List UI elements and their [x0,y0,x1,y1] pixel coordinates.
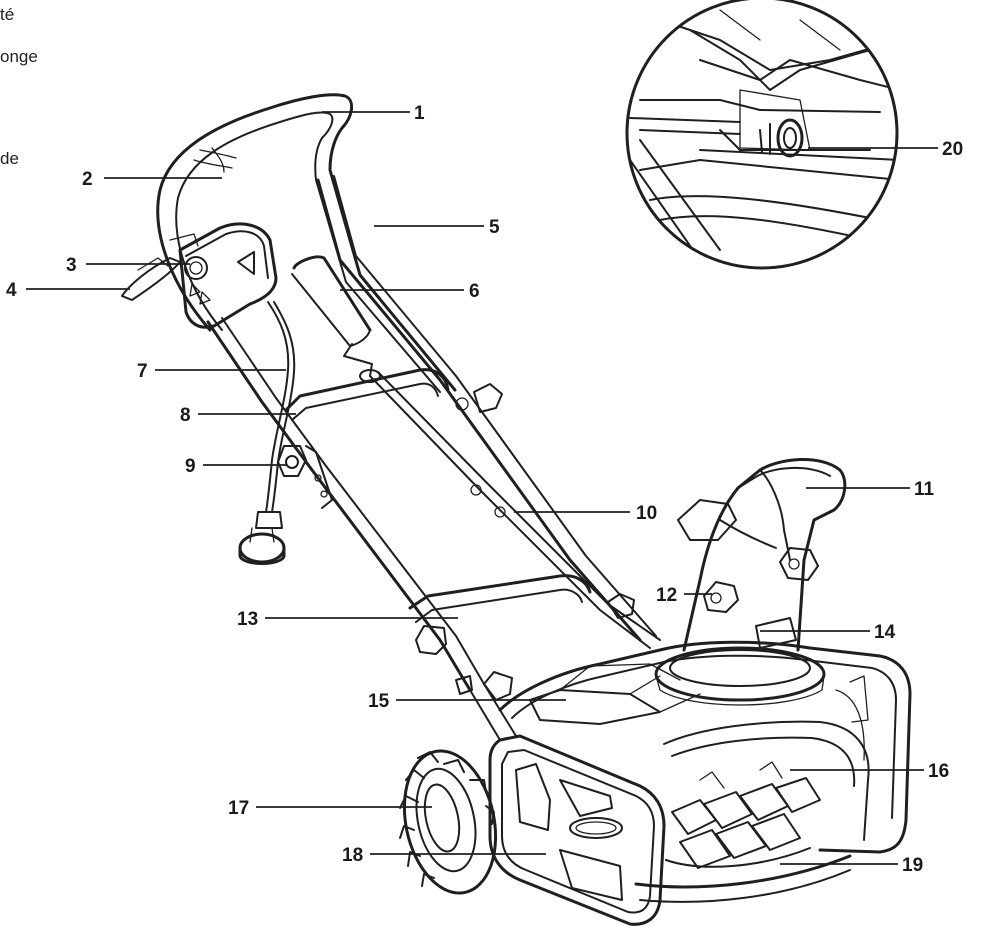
upper-handle-inner [175,111,441,393]
callout-5: 5 [489,217,500,238]
edge-text-2: onge [0,47,38,66]
callout-18: 18 [342,845,363,866]
chute-base [654,646,826,702]
lower-crossbar [408,574,592,610]
inset-border [625,0,899,270]
leader-lines [26,111,938,865]
callout-numbers: 1 2 3 4 5 6 7 8 9 10 11 12 13 14 15 16 1… [6,103,963,876]
callout-8: 8 [180,405,191,426]
chute-deflector [677,499,737,541]
wheel [399,749,498,895]
switch-box [178,222,278,329]
inset-bolt [776,118,804,158]
chute-control-handle [292,255,372,332]
start-button-circle [184,256,208,280]
callout-17: 17 [228,798,249,819]
logo-oval [569,817,623,839]
callout-10: 10 [636,503,657,524]
callout-2: 2 [82,169,93,190]
power-plug [238,511,286,565]
side-panel [488,734,666,926]
callout-12: 12 [656,585,677,606]
upper-handle-outer [156,93,457,392]
detail-inset [625,0,899,270]
callout-6: 6 [469,281,480,302]
callout-11: 11 [914,479,935,500]
chute-rod [369,375,651,649]
callout-20: 20 [942,139,963,160]
auger-paddles [665,761,821,869]
edge-text-1: té [0,5,14,24]
callout-7: 7 [137,361,148,382]
edge-text-3: de [0,149,19,168]
callout-9: 9 [185,456,196,477]
housing [498,640,912,854]
discharge-chute [682,458,847,652]
machine-illustration [121,93,912,926]
callout-14: 14 [874,622,896,643]
lower-handle-left [206,320,472,692]
callout-13: 13 [237,609,258,630]
power-cord [265,301,290,513]
safety-key [121,257,181,301]
callout-16: 16 [928,761,949,782]
upper-crossbar [284,368,450,412]
auger-housing [663,720,870,841]
left-knob-upper [277,445,307,477]
callout-1: 1 [414,103,425,124]
callout-19: 19 [902,855,923,876]
callout-3: 3 [66,255,77,276]
callout-4: 4 [6,280,17,301]
callout-15: 15 [368,691,390,712]
